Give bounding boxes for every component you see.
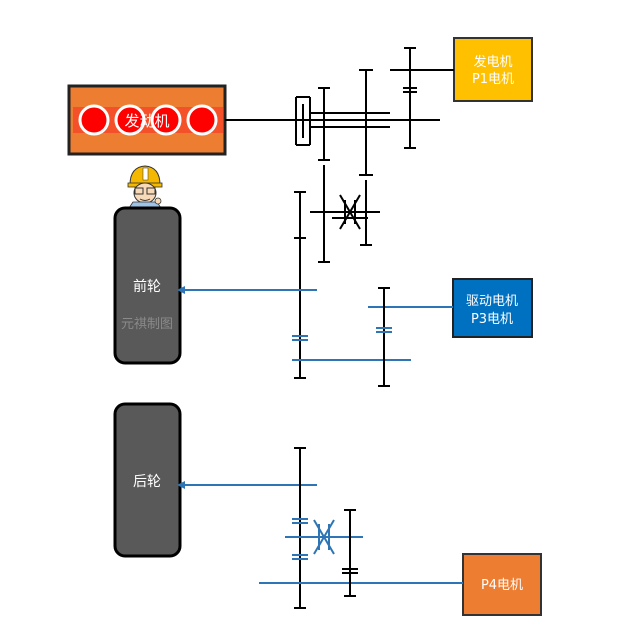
engine-label: 发动机 (124, 112, 169, 130)
drive-motor-label-2: P3电机 (471, 312, 513, 327)
watermark: 元祺制图 (121, 317, 173, 332)
engineer-avatar (127, 165, 163, 209)
p4-motor-label: P4电机 (481, 578, 523, 593)
front-axle-train (177, 238, 453, 387)
cylinder-2 (114, 104, 146, 136)
generator-label-2: P1电机 (472, 72, 514, 87)
p4-motor: P4电机 (462, 553, 542, 616)
rear-wheel: 后轮 (113, 402, 182, 558)
cylinder-4 (186, 104, 218, 136)
front-wheel: 前轮 元祺制图 (113, 206, 182, 365)
engine-gear-train (225, 47, 454, 263)
drive-motor-p3: 驱动电机 P3电机 (452, 278, 533, 338)
cylinder-1 (78, 104, 110, 136)
front-wheel-label: 前轮 (133, 278, 161, 295)
generator-label-1: 发电机 (473, 54, 512, 70)
engine-block: 发动机 (67, 84, 227, 156)
rear-wheel-label: 后轮 (133, 474, 161, 490)
rear-axle-train (177, 447, 463, 609)
generator-p1: 发电机 P1电机 (453, 37, 533, 102)
drive-motor-label-1: 驱动电机 (466, 294, 518, 309)
cylinder-3 (150, 104, 182, 136)
